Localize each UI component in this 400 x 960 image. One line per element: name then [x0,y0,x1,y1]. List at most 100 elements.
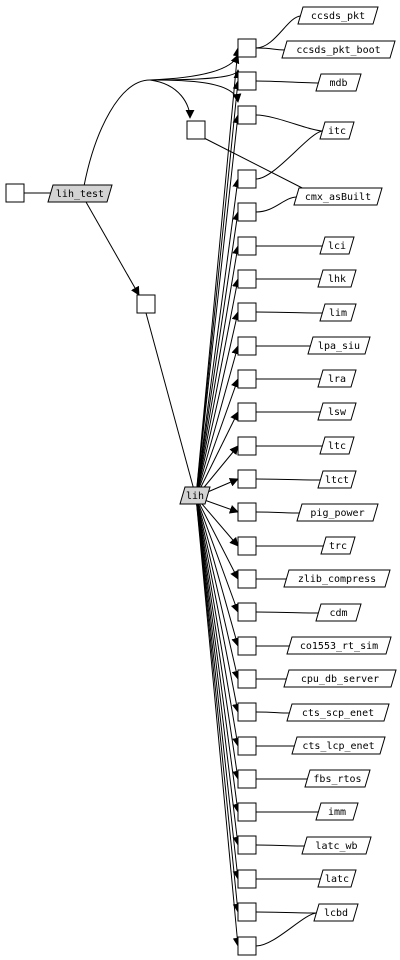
node-box [237,602,257,622]
package-mdb: mdb [329,78,347,89]
package-lih: lih [186,491,204,502]
node-box [237,702,257,722]
edge-lih-dep [195,496,242,813]
package-cts_scp_enet-shape [286,703,390,722]
node-box [237,869,257,889]
graph-labels: lih_testlihccsds_pktccsds_pkt_bootmdbitc… [47,6,397,922]
package-cpu_db_server: cpu_db_server [301,674,379,685]
edge-lih-dep [195,278,241,498]
edge-lih_test-dep [85,201,140,296]
edge-box-pkg [255,711,291,714]
package-itc-shape [319,121,355,140]
edge-lih-dep [195,496,242,947]
package-ltc: ltc [328,441,346,452]
package-latc_wb: latc_wb [315,841,357,852]
node-box [237,835,257,855]
node-box [237,202,257,222]
package-zlib_compress-shape [283,569,391,588]
edge-box-pkg [255,15,302,49]
package-lcbd: lcbd [324,908,348,919]
node-box [237,402,257,422]
package-cdm-shape [315,603,362,622]
edge-lih-dep [195,178,242,498]
package-ltct: ltct [325,475,349,486]
package-lhk: lhk [328,274,346,285]
package-fbs_rtos: fbs_rtos [313,774,361,785]
node-box [237,469,257,489]
package-lsw-shape [317,402,357,421]
package-ccsds_pkt-shape [297,6,379,25]
package-cts_lcp_enet-shape [291,736,386,755]
node-box [186,120,206,140]
node-box [237,302,257,322]
package-lsw: lsw [328,407,347,418]
package-pig_power-shape [296,503,379,522]
edge-lih-dep [195,411,239,498]
node-box [237,369,257,389]
package-latc-shape [317,869,357,888]
package-imm-shape [315,802,359,821]
package-trc-shape [320,536,356,555]
edge-box-pkg [255,478,322,481]
package-co1553_rt_sim-shape [286,636,392,655]
package-cmx_asBuilt: cmx_asBuilt [305,192,371,203]
graph-nodes [5,38,257,956]
package-trc: trc [329,541,347,552]
node-box [237,902,257,922]
package-lih_test: lih_test [56,189,104,200]
node-box [237,502,257,522]
node-box [136,294,156,314]
package-lim: lim [329,308,347,319]
node-box [237,71,257,91]
edge-lih-dep [195,496,242,780]
edge-lih-dep [195,496,240,613]
package-lci-shape [319,236,355,255]
edge-lih_test-dep [149,54,240,81]
edge-lih_test-dep [149,79,242,103]
package-lhk-shape [317,269,357,288]
package-mdb-shape [315,73,362,92]
node-box [237,536,257,556]
package-ccsds_pkt_boot-shape [281,40,396,59]
node-box [237,769,257,789]
edge-lih-dep [195,114,242,498]
package-cpu_db_server-shape [283,669,397,688]
edge-lih-dep [195,496,239,580]
edge-lih-dep [195,311,241,498]
package-ltct-shape [317,470,357,489]
node-box [237,336,257,356]
package-cmx_asBuilt-shape [293,187,383,206]
edge-lih-dep [195,47,242,498]
package-ccsds_pkt_boot: ccsds_pkt_boot [296,45,380,56]
edge-lih_test-dep [83,69,243,187]
edge-lih_test-dep [149,79,195,119]
package-lra-shape [317,369,357,388]
package-latc_wb-shape [301,836,372,855]
edge-box-pkg [255,511,301,514]
edge-box-pkg [255,844,306,847]
package-ltc-shape [319,436,355,455]
node-box [237,269,257,289]
package-co1553_rt_sim: co1553_rt_sim [300,641,378,652]
edge-box-pkg [255,196,298,213]
node-box [237,569,257,589]
edge-box-lih [145,312,195,491]
package-fbs_rtos-shape [304,769,371,788]
package-cts_lcp_enet: cts_lcp_enet [302,741,374,752]
package-lpa_siu: lpa_siu [318,341,360,352]
node-box [237,236,257,256]
edge-box-pkg [255,911,318,914]
edge-lih-dep [195,496,242,747]
package-lih-shape [179,486,211,505]
node-box [237,736,257,756]
package-lcbd-shape [313,903,359,922]
node-box [5,183,25,203]
graph-edges [24,15,324,947]
package-lra: lra [328,374,346,385]
node-box [237,802,257,822]
package-imm: imm [328,807,346,818]
package-ccsds_pkt: ccsds_pkt [311,11,365,22]
edge-lih-dep [195,245,242,498]
edge-box-pkg [255,130,324,180]
